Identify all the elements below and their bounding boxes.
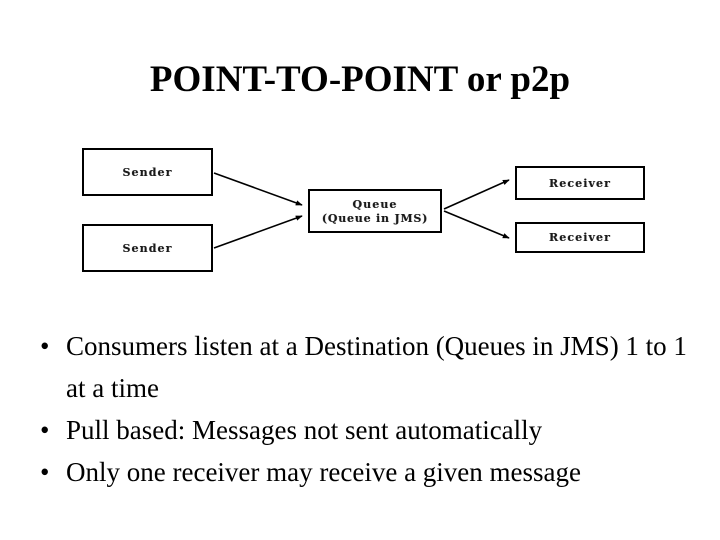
- bullet-marker-icon: •: [40, 457, 50, 487]
- node-queue-label: Queue: [352, 197, 398, 211]
- bullet-marker-icon: •: [40, 331, 50, 361]
- node-receiver-2-label: Receiver: [548, 231, 611, 244]
- node-receiver-1-label: Receiver: [548, 176, 611, 190]
- node-queue-sublabel: (Queue in JMS): [321, 211, 429, 225]
- node-queue: Queue (Queue in JMS): [308, 189, 442, 233]
- list-item-text: Consumers listen at a Destination (Queue…: [66, 331, 687, 403]
- list-item: • Pull based: Messages not sent automati…: [36, 409, 696, 451]
- bullet-list: • Consumers listen at a Destination (Que…: [36, 325, 696, 493]
- list-item: • Consumers listen at a Destination (Que…: [36, 325, 696, 409]
- node-sender-2: Sender: [82, 224, 213, 272]
- point-to-point-diagram: Sender Sender Queue (Queue in JMS) Recei…: [82, 148, 645, 272]
- node-sender-1: Sender: [82, 148, 213, 196]
- node-sender-2-label: Sender: [122, 241, 173, 255]
- node-receiver-1: Receiver: [515, 166, 645, 200]
- page-title: POINT-TO-POINT or p2p: [149, 59, 571, 100]
- bullet-marker-icon: •: [40, 415, 50, 445]
- node-sender-1-label: Sender: [122, 165, 173, 179]
- list-item-text: Only one receiver may receive a given me…: [66, 457, 582, 487]
- list-item-text: Pull based: Messages not sent automatica…: [66, 415, 543, 445]
- list-item: • Only one receiver may receive a given …: [36, 451, 696, 493]
- arrow-sender2-to-queue: [213, 215, 303, 249]
- arrow-queue-to-receiver1: [443, 179, 510, 210]
- arrow-queue-to-receiver2: [443, 210, 510, 239]
- node-receiver-2: Receiver: [515, 222, 645, 253]
- arrow-sender1-to-queue: [213, 172, 303, 206]
